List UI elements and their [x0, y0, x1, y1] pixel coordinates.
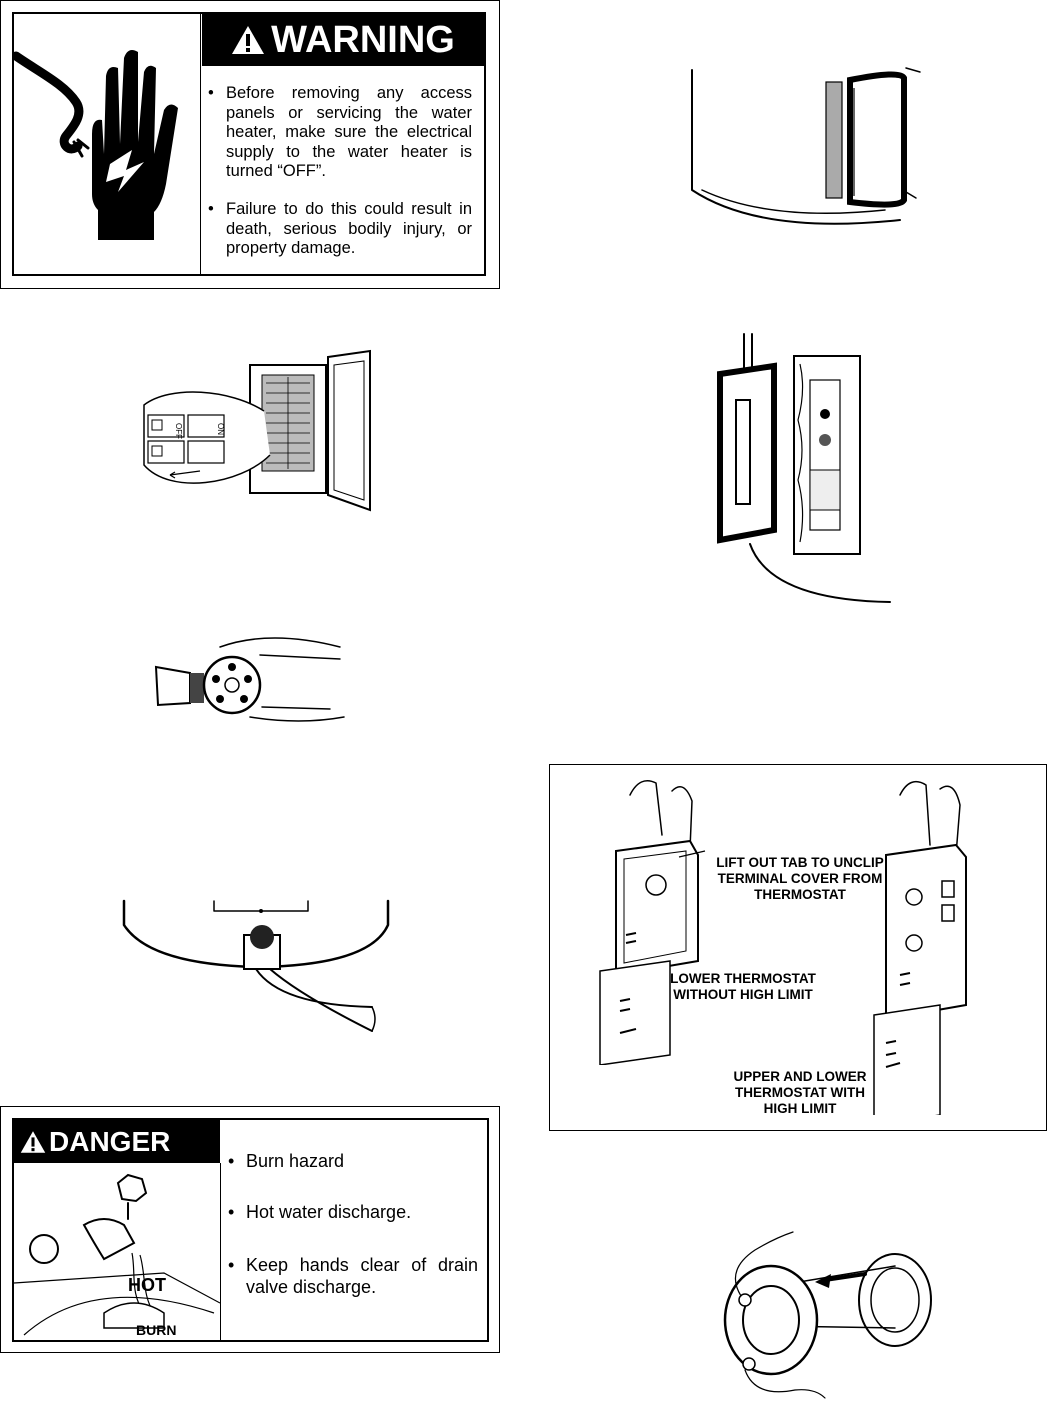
access-panel-removal-illustration: [680, 40, 940, 240]
danger-label-frame: DANGER HOT BURN Burn hazard Hot water di…: [12, 1118, 489, 1342]
warning-bullet-2: Failure to do this could result in death…: [206, 200, 472, 259]
warning-header: WARNING: [202, 14, 484, 66]
breaker-off-label: OFF: [174, 423, 183, 439]
warning-bullet-1: Before removing any access panels or ser…: [206, 84, 472, 182]
warning-label-frame: WARNING Before removing any access panel…: [12, 12, 486, 276]
warning-bullets: Before removing any access panels or ser…: [206, 84, 472, 277]
danger-bullets: Burn hazard Hot water discharge. Keep ha…: [226, 1150, 478, 1298]
drain-valve-hose-illustration: [110, 895, 410, 1045]
danger-header-text: DANGER: [49, 1125, 171, 1157]
callout-lift-tab: LIFT OUT TAB TO UNCLIP TERMINAL COVER FR…: [716, 855, 884, 902]
callout-leader-line: [678, 850, 706, 858]
danger-bullet-3: Keep hands clear of drain valve discharg…: [226, 1254, 478, 1298]
electric-shock-hand-icon: [14, 14, 201, 274]
thermostat-cover-figure: LIFT OUT TAB TO UNCLIP TERMINAL COVER FR…: [549, 764, 1047, 1131]
callout-upper-thermostat: UPPER AND LOWER THERMOSTAT WITH HIGH LIM…: [733, 1069, 867, 1116]
breaker-on-label: ON: [216, 423, 225, 435]
water-valve-hand-illustration: [150, 625, 350, 725]
alert-triangle-icon: [232, 26, 265, 54]
alert-triangle-icon: [20, 1130, 46, 1153]
burn-label: BURN: [136, 1322, 176, 1338]
hot-label: HOT: [128, 1275, 166, 1295]
upper-thermostat-illustration: [873, 780, 967, 1115]
lower-thermostat-illustration: [599, 780, 699, 1065]
danger-label: DANGER HOT BURN Burn hazard Hot water di…: [0, 1106, 500, 1353]
heating-element-removal-illustration: [715, 1230, 955, 1400]
warning-header-text: WARNING: [271, 18, 455, 61]
danger-header: DANGER: [14, 1120, 220, 1163]
danger-bullet-1: Burn hazard: [226, 1150, 478, 1172]
warning-label: WARNING Before removing any access panel…: [0, 0, 500, 289]
hot-water-faucet-icon: HOT BURN: [14, 1163, 221, 1340]
thermostat-access-illustration: [700, 330, 900, 620]
callout-lower-thermostat: LOWER THERMOSTAT WITHOUT HIGH LIMIT: [670, 971, 816, 1002]
danger-bullet-2: Hot water discharge.: [226, 1201, 478, 1223]
breaker-panel-illustration: OFF ON: [130, 345, 380, 515]
